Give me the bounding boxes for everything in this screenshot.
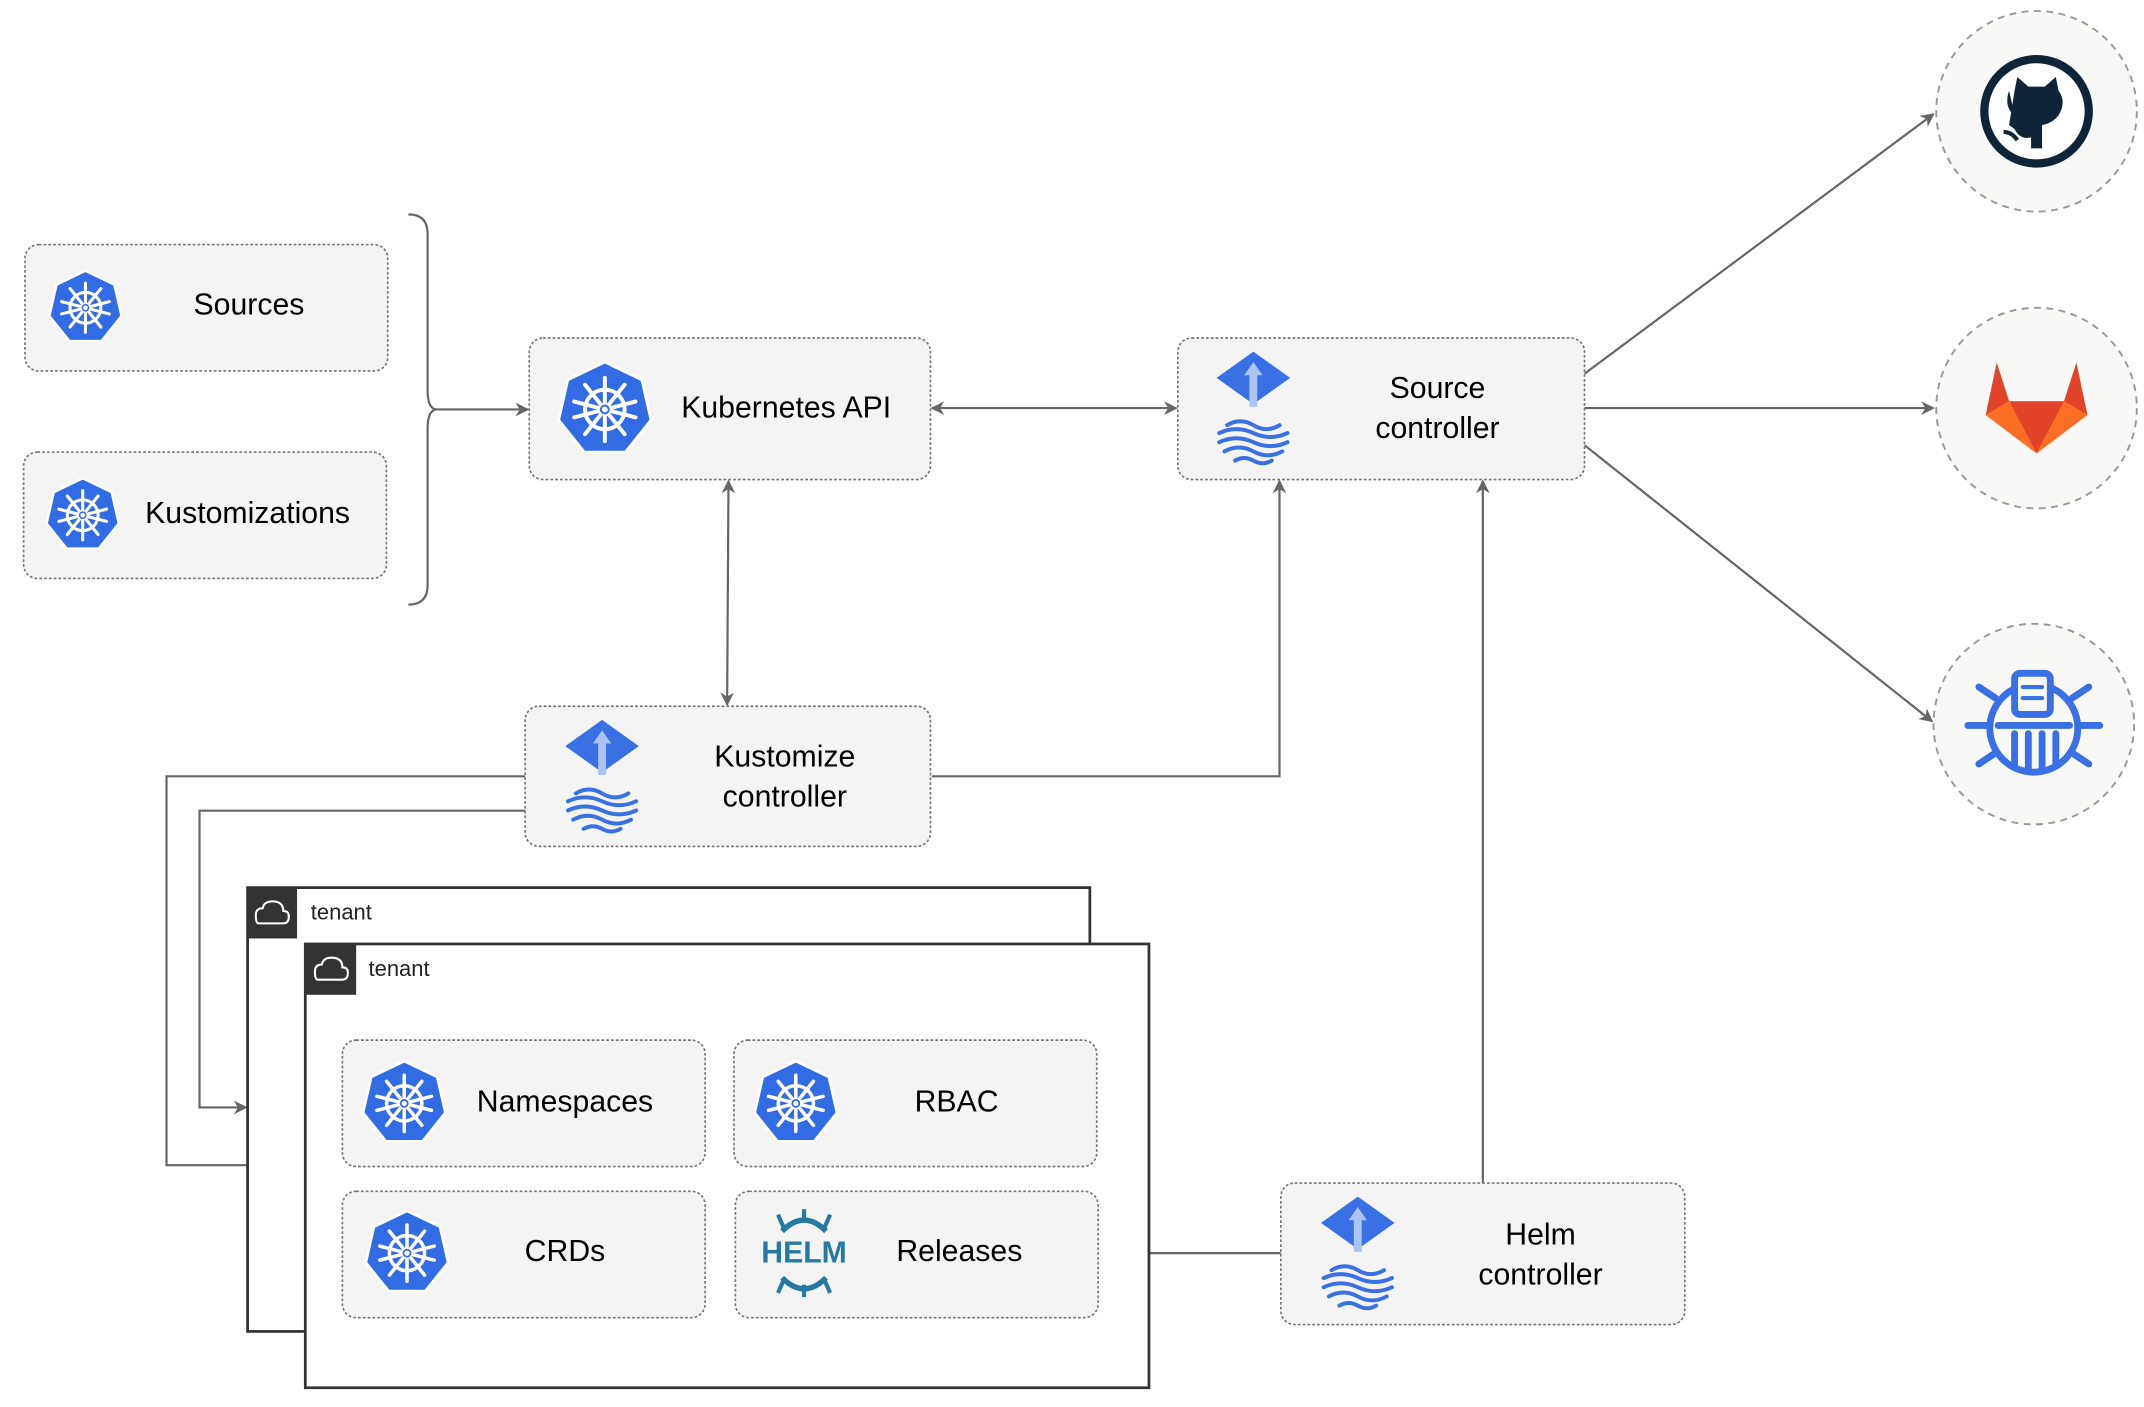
cloud-icon [254,900,290,925]
kustomize-to-source-arrow [931,479,1287,778]
source-controller-label-line2: controller [1375,412,1499,445]
rbac-node[interactable]: RBAC [733,1039,1098,1168]
bucket-source[interactable] [1932,622,2136,826]
helm-controller-label-line1: Helm [1505,1219,1576,1252]
github-icon [1980,54,2093,168]
kubernetes-api-label: Kubernetes API [681,391,891,424]
kubernetes-api-node[interactable]: Kubernetes API [528,337,932,481]
bucket-icon [1964,669,2104,776]
releases-label: Releases [896,1235,1022,1268]
tenant-label: tenant [311,900,372,925]
kustomizations-node[interactable]: Kustomizations [22,451,388,580]
sources-bracket [408,213,438,606]
gitlab-source[interactable] [1935,306,2138,510]
kustomize-controller-node[interactable]: Kustomize controller [524,705,932,848]
namespaces-label: Namespaces [477,1085,653,1118]
helm-logo-text: HELM [761,1236,847,1269]
helm-icon: HELM [761,1209,847,1298]
source-to-github-arrow [1583,113,1935,375]
tenant-label: tenant [369,956,430,981]
kustomize-to-tenant-front-arrow [165,775,526,1173]
namespaces-node[interactable]: Namespaces [341,1039,706,1168]
helm-controller-label-line2: controller [1478,1258,1602,1291]
kustomize-controller-label-line1: Kustomize [714,740,855,773]
github-source[interactable] [1935,10,2138,213]
rbac-label: RBAC [915,1085,999,1118]
source-to-bucket-arrow [1583,444,1934,723]
source-controller-node[interactable]: Source controller [1176,337,1586,481]
api-kustomize-controller-arrow [720,479,736,707]
crds-label: CRDs [525,1235,606,1268]
sources-label: Sources [194,288,305,321]
helm-controller-node[interactable]: Helm controller [1280,1182,1686,1326]
sources-node[interactable]: Sources [24,243,389,372]
crds-node[interactable]: CRDs [341,1190,706,1319]
gitlab-icon [1985,362,2088,454]
kustomize-controller-label-line2: controller [723,780,847,813]
kustomizations-label: Kustomizations [145,497,350,530]
cloud-icon [313,956,349,981]
releases-node[interactable]: HELM Releases [734,1190,1099,1319]
kustomize-to-tenant-back-arrow [198,809,526,1115]
source-controller-label-line1: Source [1390,372,1486,405]
